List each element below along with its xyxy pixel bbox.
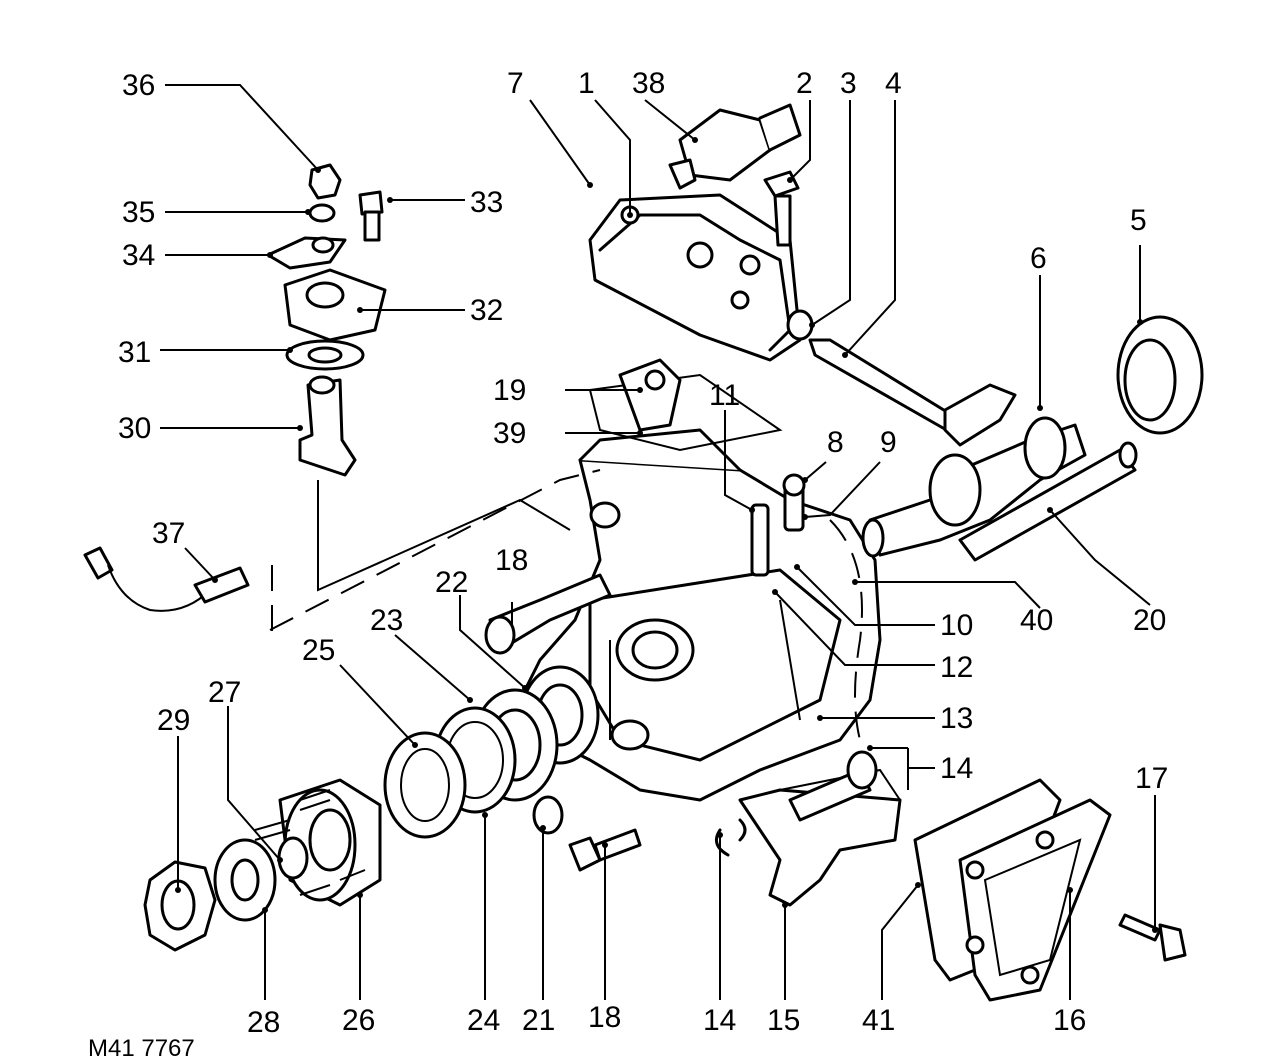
parts-artwork	[83, 103, 1204, 1002]
nut-29	[143, 860, 217, 952]
selector-shaft	[808, 338, 1017, 447]
callout-38: 38	[632, 67, 665, 100]
output-shaft	[861, 416, 1087, 558]
seal-stack	[383, 665, 600, 839]
flange-26	[254, 778, 382, 907]
callout-11: 11	[709, 379, 740, 412]
callout-29: 29	[157, 704, 190, 737]
bolt-2	[763, 170, 800, 247]
selector-cover	[588, 193, 814, 362]
shift-fork	[714, 750, 902, 907]
callout-4: 4	[885, 67, 902, 100]
callout-labels: 1 2 3 4 5 6 7 8 9 10 11 12 13 14 14 15 1…	[118, 67, 1168, 1039]
callout-34: 34	[122, 239, 155, 272]
callout-9: 9	[880, 426, 897, 459]
callout-19: 19	[493, 374, 526, 407]
callout-2: 2	[796, 67, 813, 100]
solenoid	[668, 103, 802, 190]
assembly-axis	[269, 469, 601, 631]
callout-39: 39	[493, 417, 526, 450]
callout-36: 36	[122, 69, 155, 102]
callout-40: 40	[1020, 604, 1053, 637]
cover-plate	[913, 778, 1112, 1002]
callout-30: 30	[118, 412, 151, 445]
callout-31: 31	[118, 336, 151, 369]
bolt-18-lower	[568, 828, 642, 872]
cover-40-outline	[829, 519, 863, 741]
bolt-17	[1118, 913, 1187, 962]
bush-21	[532, 795, 564, 835]
callout-26: 26	[342, 1004, 375, 1037]
callout-5: 5	[1130, 204, 1147, 237]
callout-6: 6	[1030, 242, 1047, 275]
callout-33: 33	[470, 186, 503, 219]
callout-32: 32	[470, 294, 503, 327]
callout-17: 17	[1135, 762, 1168, 795]
callout-18-upper: 18	[495, 544, 528, 577]
callout-23: 23	[370, 604, 403, 637]
callout-13: 13	[940, 702, 973, 735]
shaft-20	[958, 441, 1138, 562]
callout-24: 24	[467, 1004, 500, 1037]
detent-parts	[750, 473, 806, 577]
axis-step	[317, 480, 571, 592]
washer-28	[213, 838, 277, 922]
callout-37: 37	[152, 517, 185, 550]
callout-35: 35	[122, 196, 155, 229]
callout-16: 16	[1053, 1004, 1086, 1037]
reference-code: M41 7767	[88, 1035, 195, 1062]
callout-14-bottom: 14	[703, 1004, 736, 1037]
speedo-bracket	[266, 163, 387, 477]
callout-22: 22	[435, 566, 468, 599]
callout-21: 21	[522, 1004, 555, 1037]
callout-7: 7	[507, 67, 524, 100]
callout-20: 20	[1133, 604, 1166, 637]
callout-14-right: 14	[940, 752, 973, 785]
callout-3: 3	[840, 67, 857, 100]
callout-15: 15	[767, 1004, 800, 1037]
bearing-5	[1116, 315, 1204, 435]
gasket-39	[588, 358, 783, 452]
callout-12: 12	[940, 651, 973, 684]
callout-10: 10	[940, 609, 973, 642]
callout-28: 28	[247, 1006, 280, 1039]
callout-25: 25	[302, 634, 335, 667]
callout-41: 41	[862, 1004, 895, 1037]
callout-1: 1	[578, 67, 595, 100]
callout-18-lower: 18	[588, 1001, 621, 1034]
callout-27: 27	[208, 676, 241, 709]
leader-lines	[160, 84, 1158, 1000]
bolt-18-upper	[484, 573, 612, 655]
sensor-37	[83, 546, 250, 612]
callout-8: 8	[827, 426, 844, 459]
